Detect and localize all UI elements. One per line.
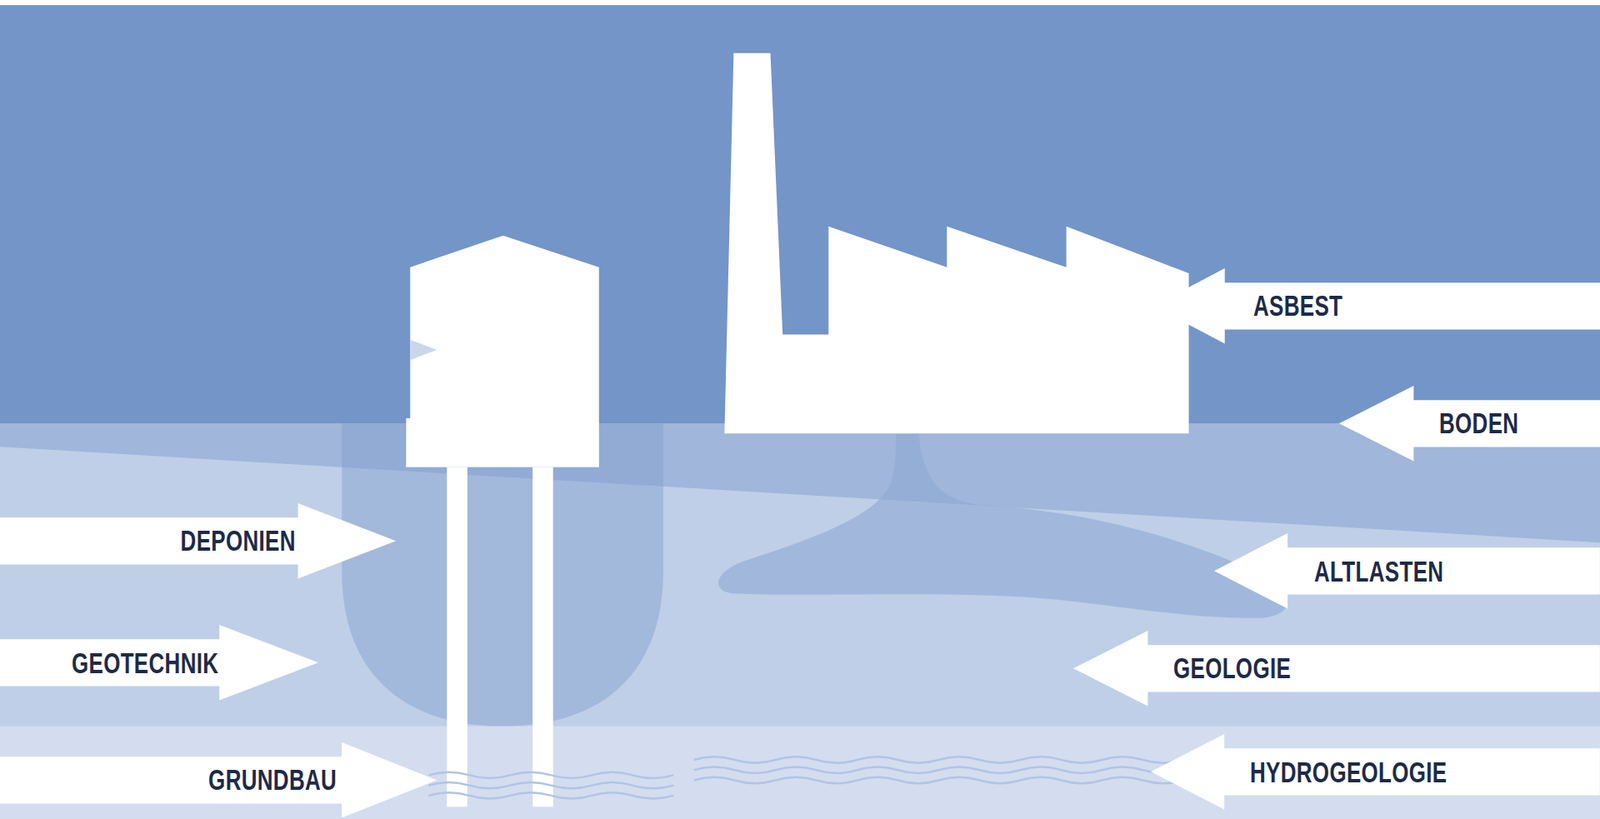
label-arrow: HYDROGEOLOGIE: [1150, 734, 1600, 810]
label-arrow: GEOLOGIE: [1073, 630, 1600, 707]
arrow-label: GRUNDBAU: [208, 763, 337, 797]
label-arrow: GRUNDBAU: [0, 742, 437, 819]
wave: [694, 756, 1185, 763]
contamination-plume: [718, 433, 1288, 619]
water-waves: [428, 756, 1184, 799]
arrow-polygon: [0, 503, 396, 580]
arrow-label: HYDROGEOLOGIE: [1250, 755, 1447, 790]
arrow-shape: [1073, 630, 1600, 707]
groundwater-layer: [0, 726, 1600, 819]
arrow-polygon: [1214, 533, 1600, 610]
pile: [532, 467, 553, 808]
wave: [694, 777, 1185, 784]
pile: [446, 467, 467, 808]
arrow-label: ASBEST: [1253, 289, 1343, 323]
arrow-polygon: [1153, 268, 1600, 345]
building-foundation: [405, 418, 599, 468]
wave: [694, 767, 1185, 774]
arrow-label: GEOLOGIE: [1173, 651, 1291, 685]
building: [410, 235, 600, 419]
arrow-shape: [1153, 268, 1600, 345]
arrow-polygon: [1339, 385, 1600, 462]
wave: [428, 792, 674, 799]
label-arrow: DEPONIEN: [0, 503, 396, 580]
arrow-label: DEPONIEN: [180, 524, 296, 558]
label-arrow: BODEN: [1339, 385, 1600, 462]
label-arrow: ASBEST: [1153, 268, 1600, 345]
label-arrow: GEOTECHNIK: [0, 625, 319, 701]
wave: [428, 782, 674, 789]
landfill-body: [341, 423, 664, 727]
building-notch: [410, 340, 437, 360]
arrow-polygon: [1073, 630, 1600, 707]
arrow-label: GEOTECHNIK: [71, 646, 219, 680]
label-arrow: ALTLASTEN: [1214, 533, 1600, 610]
wave: [428, 772, 674, 779]
factory: [724, 53, 1189, 435]
arrow-polygon: [1150, 734, 1600, 810]
arrow-polygon: [0, 625, 319, 701]
arrow-label: BODEN: [1439, 406, 1519, 440]
arrow-label: ALTLASTEN: [1314, 555, 1444, 589]
arrow-polygon: [0, 742, 437, 819]
subsoil: [0, 423, 1600, 819]
